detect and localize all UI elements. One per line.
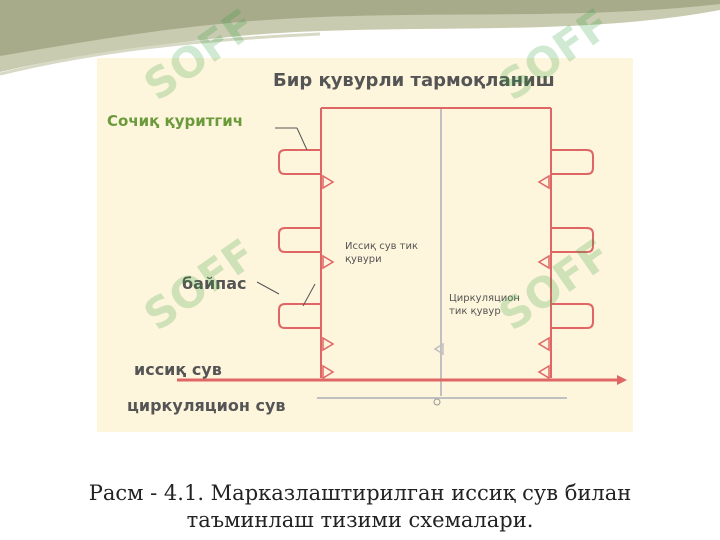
watermark-soff: SOFF — [95, 0, 305, 140]
towel-dryer-left-2 — [278, 227, 321, 253]
valve-left-3 — [322, 336, 335, 352]
towel-dryer-label: Сочиқ қуритгич — [107, 112, 244, 130]
circulation-water-label: циркуляцион сув — [127, 396, 286, 415]
valve-right-2 — [537, 254, 550, 270]
bypass-leader-line — [256, 281, 280, 295]
pipe-scheme-diagram — [177, 107, 627, 406]
valve-left-4 — [322, 364, 335, 380]
valve-right-4 — [537, 364, 550, 380]
bypass-label: байпас — [182, 274, 247, 293]
towel-dryer-right-1 — [551, 149, 594, 175]
valve-right-1 — [537, 174, 550, 190]
valve-right-3 — [537, 336, 550, 352]
hot-water-label: иссиқ сув — [134, 360, 222, 379]
valve-left-1 — [322, 174, 335, 190]
towel-dryer-right-2 — [551, 227, 594, 253]
heating-scheme-figure: Бир қувурли тармоқланиш Сочиқ қуритгич И… — [97, 58, 633, 432]
watermark-soff: SOFF — [450, 0, 660, 140]
towel-dryer-right-3 — [551, 303, 594, 329]
dryer-leader-line-2 — [296, 127, 308, 151]
diagram-title: Бир қувурли тармоқланиш — [273, 70, 555, 91]
watermark-soff: SOFF — [95, 229, 305, 370]
bypass-leader-line-2 — [302, 283, 316, 307]
header-wave-decoration — [0, 0, 720, 76]
valve-return-bottom — [433, 398, 441, 406]
towel-dryer-left-3 — [278, 303, 321, 329]
hot-supply-riser-label: Иссиқ сув тик қувури — [345, 241, 419, 265]
hot-water-arrow — [617, 375, 627, 385]
circulation-riser-label: Циркуляцион тик қувур — [449, 293, 520, 317]
towel-dryer-left-1 — [278, 149, 321, 175]
figure-caption: Расм - 4.1. Марказлаштирилган иссиқ сув … — [88, 481, 632, 532]
valve-left-2 — [322, 254, 335, 270]
watermark-soff: SOFF — [450, 229, 660, 370]
valve-return-1 — [433, 342, 444, 356]
